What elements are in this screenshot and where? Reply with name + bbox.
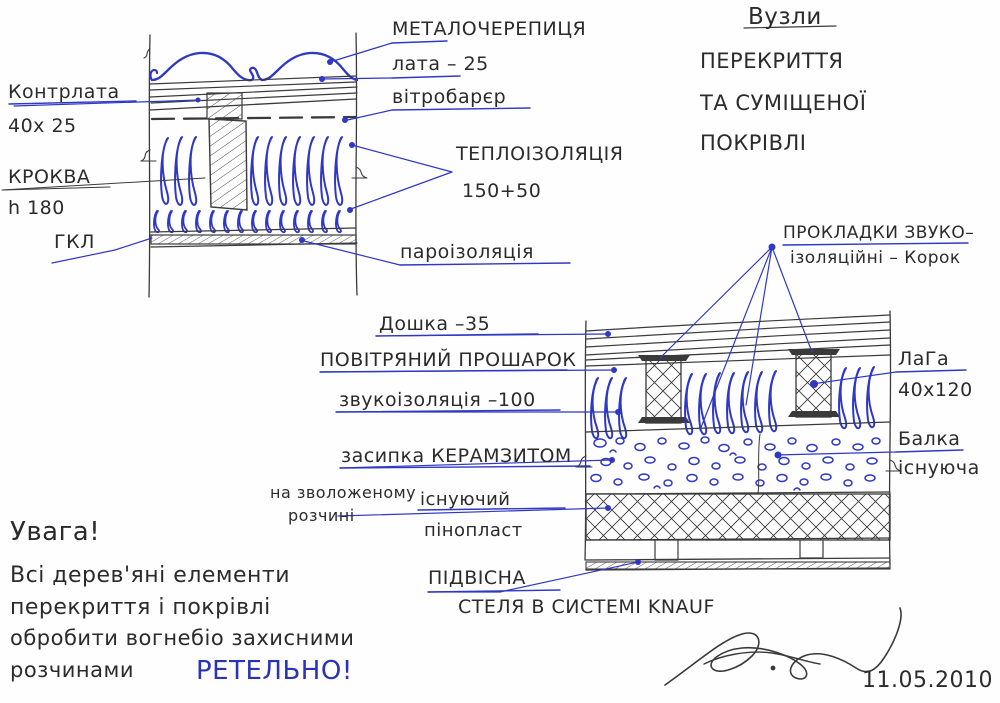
signature-scribble bbox=[664, 607, 902, 686]
label-batten: лата – 25 bbox=[392, 53, 489, 75]
note-heading: Увага! bbox=[10, 517, 100, 547]
label-ceiling-system: СТЕЛЯ В СИСТЕМІ KNAUF bbox=[458, 596, 715, 618]
title-heading: Вузли bbox=[748, 4, 822, 30]
roof-detail-graphic bbox=[140, 32, 368, 298]
keramzit-fill bbox=[590, 436, 881, 491]
label-existing-line-1: існуючий bbox=[420, 489, 511, 510]
vapour-and-board-strips bbox=[150, 227, 358, 248]
label-joist-size: 40х120 bbox=[898, 379, 973, 401]
title-line-2: ТА СУМІЩЕНОЇ bbox=[699, 90, 867, 115]
note-line-3: обробити вогнебіо захисними bbox=[10, 626, 354, 650]
note-emphasis: РЕТЕЛЬНО! bbox=[196, 656, 353, 686]
label-windbarrier: вітробарєр bbox=[392, 86, 506, 108]
label-pads-line-2: ізоляційні – Корок bbox=[790, 248, 961, 268]
label-mortar-line-1: на зволоженому bbox=[270, 483, 416, 502]
sign-date: 11.05.2010 bbox=[862, 668, 993, 693]
roof-leader-lines-black bbox=[1, 177, 206, 191]
thermal-insulation-squiggle-right bbox=[250, 136, 344, 206]
label-rafter: КРОКВА bbox=[8, 166, 90, 188]
label-mortar-line-2: розчині bbox=[288, 506, 355, 525]
label-counter-batten: Контрлата bbox=[8, 81, 120, 103]
label-sound-insulation: звукоізоляція –100 bbox=[339, 389, 536, 411]
thermal-insulation-squiggle-left bbox=[160, 136, 198, 206]
note-line-2: перекриття і покрівлі bbox=[10, 595, 271, 620]
label-air-gap: ПОВІТРЯНИЙ ПРОШАРОК bbox=[320, 348, 576, 371]
windbarrier-dashed bbox=[150, 115, 358, 121]
label-existing-line-2: пінопласт bbox=[424, 520, 523, 541]
label-metal-tile: МЕТАЛОЧЕРЕПИЦЯ bbox=[392, 18, 586, 40]
rafter-block bbox=[208, 118, 248, 211]
label-clay-fill: засипка КЕРАМЗИТОМ bbox=[341, 445, 572, 467]
label-pads-line-1: ПРОКЛАДКИ ЗВУКО– bbox=[783, 223, 974, 243]
counter-batten-block bbox=[206, 92, 243, 120]
label-counter-batten-size: 40х 25 bbox=[8, 115, 77, 137]
label-beam: Балка bbox=[898, 428, 960, 450]
label-board: Дошка –35 bbox=[379, 313, 490, 335]
label-suspended: ПІДВІСНА bbox=[428, 567, 526, 589]
title-line-3: ПОКРІВЛІ bbox=[700, 131, 806, 155]
label-underlines bbox=[2, 25, 969, 593]
floor-board-lines bbox=[585, 314, 891, 361]
note-line-4-prefix: розчинами bbox=[10, 658, 134, 682]
label-beam-state: існуюча bbox=[898, 457, 980, 479]
label-rafter-height: h 180 bbox=[8, 197, 65, 219]
joist-block-left bbox=[638, 355, 690, 424]
label-thermal-insulation-value: 150+50 bbox=[462, 180, 541, 202]
label-thermal-insulation: ТЕПЛОІЗОЛЯЦІЯ bbox=[455, 143, 623, 165]
note-line-1: Всі дерев'яні елементи bbox=[10, 563, 290, 588]
title-line-1: ПЕРЕКРИТТЯ bbox=[700, 49, 844, 73]
label-gypsum-board: ГКЛ bbox=[54, 231, 95, 253]
roof-leader-lines bbox=[13, 42, 453, 266]
label-joist: ЛаГа bbox=[898, 348, 949, 370]
sound-insulation-squiggle bbox=[590, 366, 876, 440]
existing-foam-slab bbox=[585, 491, 891, 541]
label-vapour-barrier: пароізоляція bbox=[400, 241, 534, 263]
floor-detail-graphic bbox=[575, 310, 902, 571]
